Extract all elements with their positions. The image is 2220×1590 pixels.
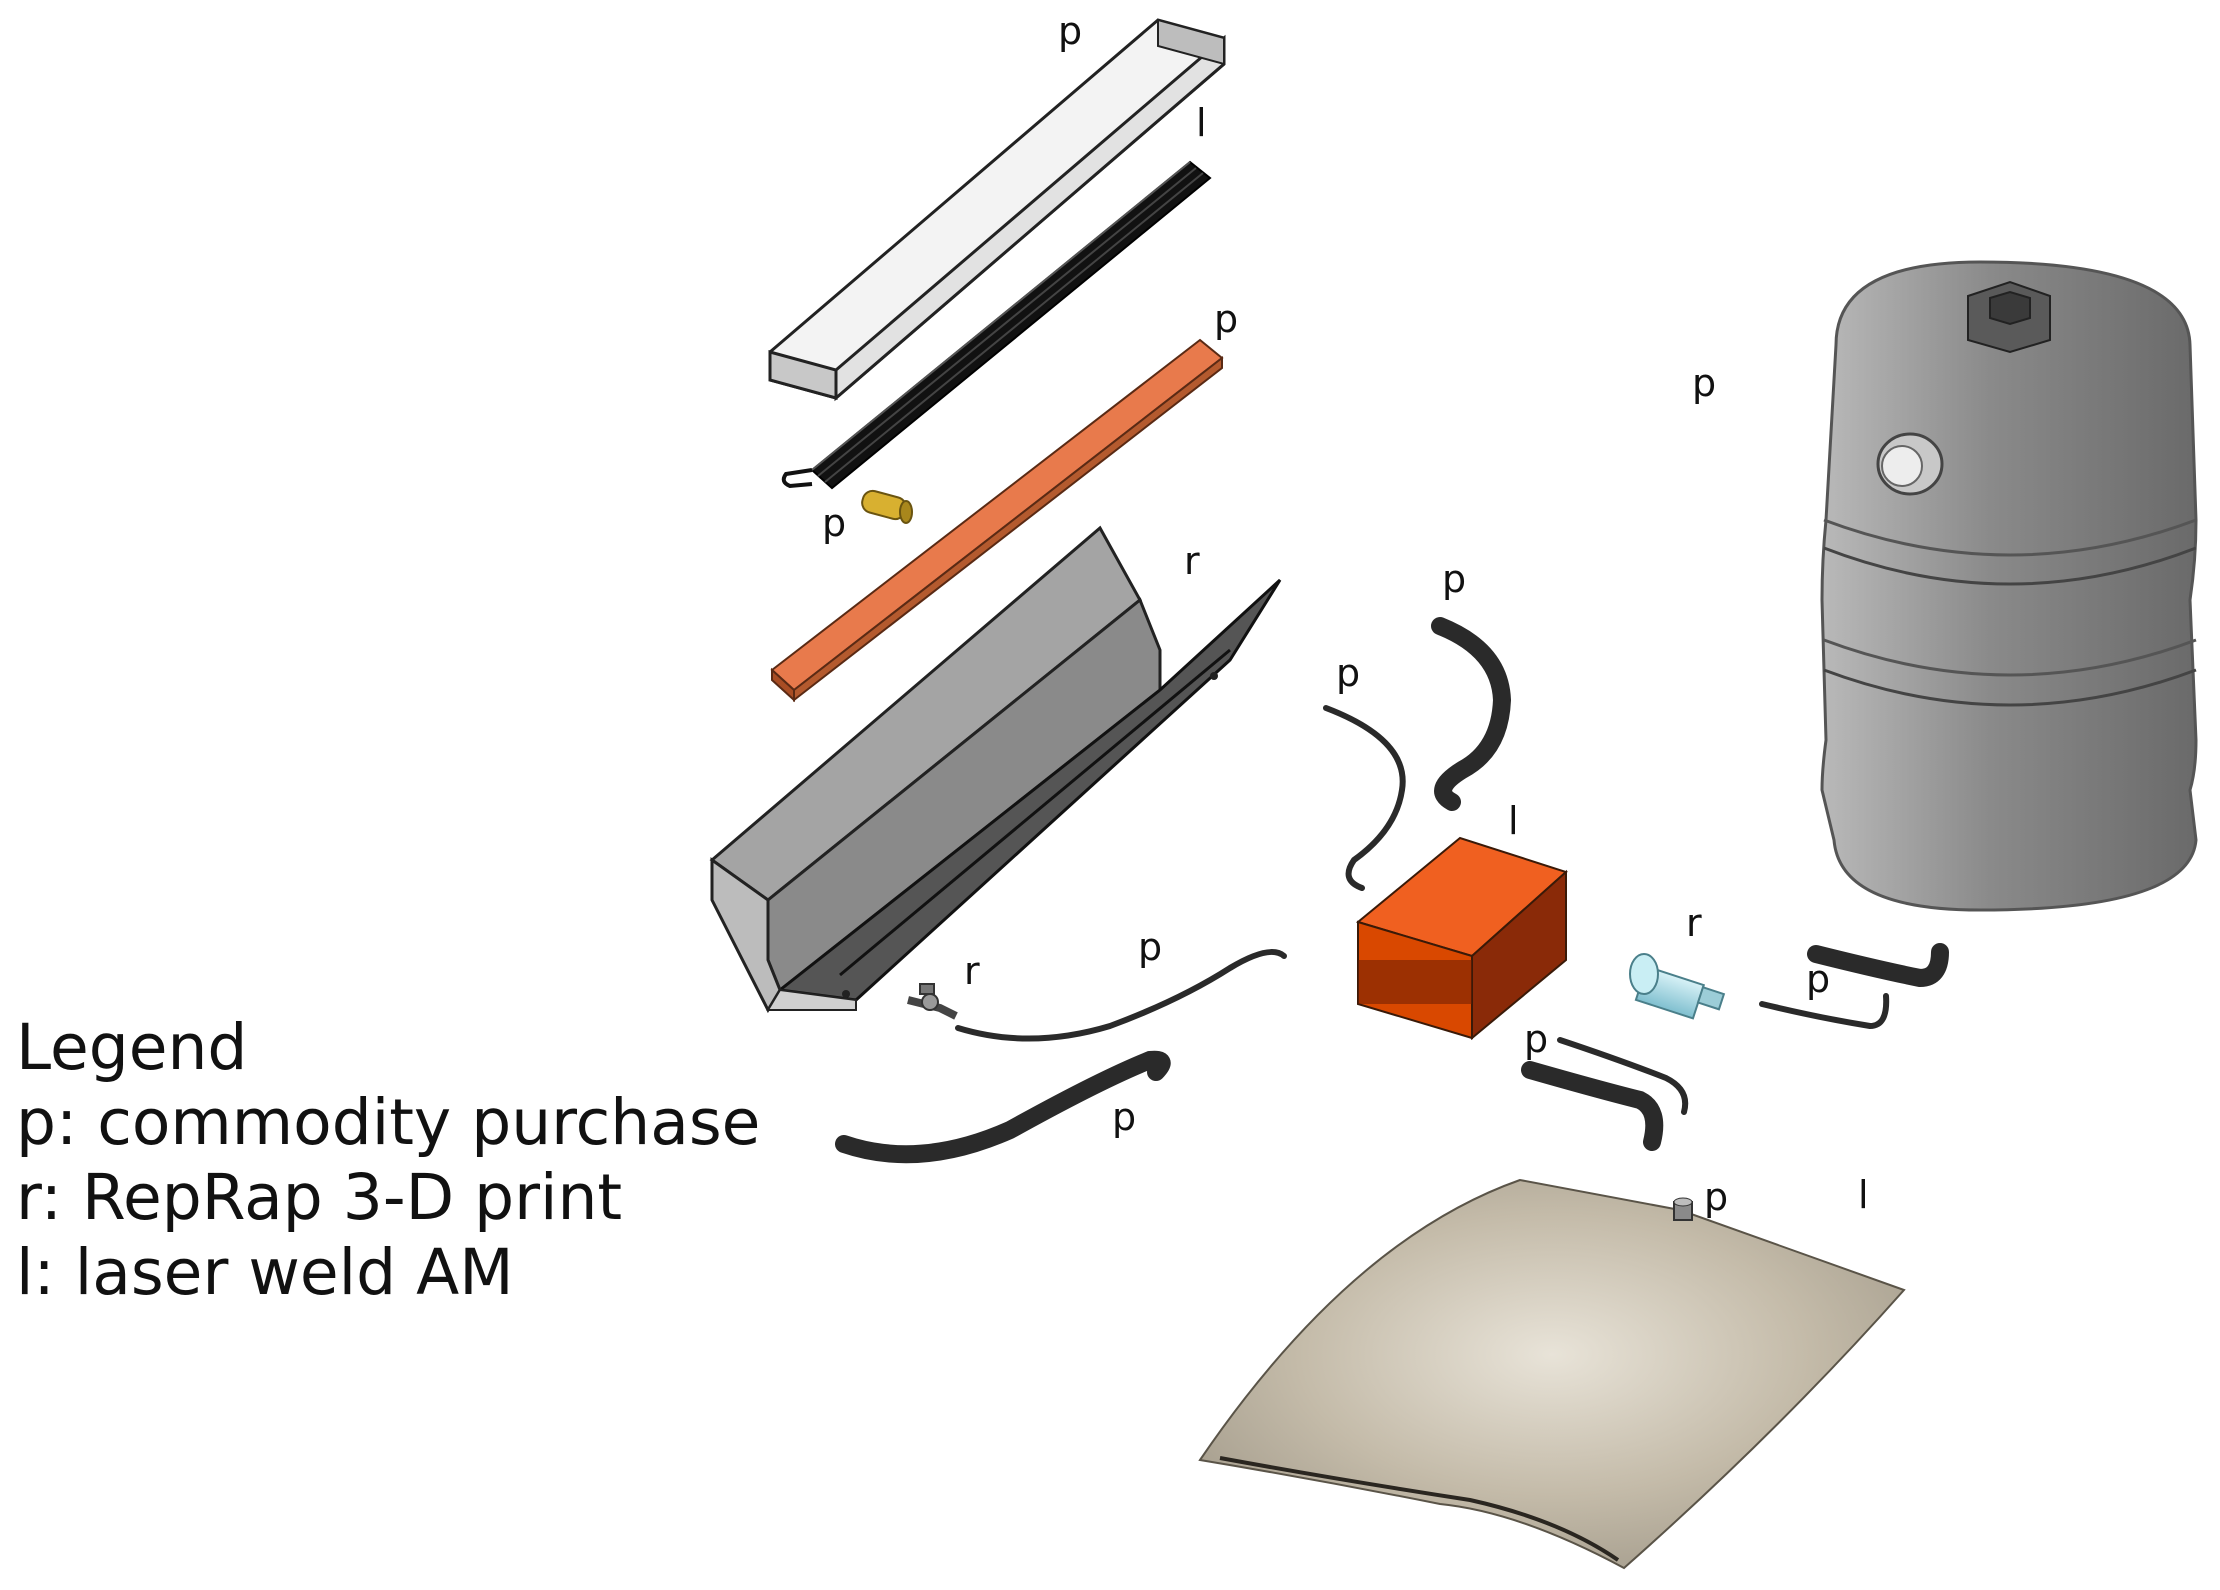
label-hose-pair: p	[1524, 1017, 1548, 1061]
insulation-board	[770, 338, 1224, 703]
hose-pair	[1521, 1037, 1689, 1151]
long-tube	[955, 949, 1287, 1042]
thin-tube-mid	[1323, 705, 1406, 891]
label-hose-lower-left: p	[1112, 1095, 1136, 1139]
label-absorber-fins: l	[1196, 101, 1207, 145]
label-brass-fitting: p	[822, 501, 846, 545]
legend-item-l: l: laser weld AM	[16, 1236, 514, 1309]
label-filter: r	[1686, 901, 1702, 945]
valve	[907, 983, 958, 1020]
hose-upper-right	[1431, 617, 1512, 811]
storage-tank	[1820, 260, 2198, 912]
bag-fitting	[1673, 1197, 1693, 1221]
legend-item-p: p: commodity purchase	[16, 1086, 761, 1159]
tube-right	[1759, 943, 1949, 1030]
glass-cover	[768, 18, 1226, 402]
label-trough-housing: r	[1184, 539, 1200, 583]
label-water-bag: l	[1858, 1173, 1869, 1217]
filter	[1629, 953, 1726, 1020]
label-long-tube: p	[1138, 925, 1162, 969]
absorber-fins	[781, 160, 1212, 490]
label-tube-right: p	[1806, 957, 1830, 1001]
label-pump-box: l	[1508, 799, 1519, 843]
trough-housing	[709, 525, 1282, 1014]
legend: Legend p: commodity purchase r: RepRap 3…	[16, 1010, 760, 1310]
legend-title: Legend	[16, 1011, 248, 1084]
label-valve: r	[964, 949, 980, 993]
label-hose-upper-right: p	[1442, 557, 1466, 601]
label-thin-tube-mid: p	[1336, 651, 1360, 695]
pump-box	[1355, 836, 1568, 1041]
hose-lower-left	[835, 1050, 1171, 1164]
label-insulation-board: p	[1214, 297, 1238, 341]
legend-item-r: r: RepRap 3-D print	[16, 1161, 623, 1234]
water-bag	[1198, 1178, 1906, 1570]
label-bag-fitting: p	[1704, 1175, 1728, 1219]
label-glass-cover: p	[1058, 9, 1082, 53]
brass-fitting	[861, 489, 913, 524]
label-storage-tank: p	[1692, 361, 1716, 405]
